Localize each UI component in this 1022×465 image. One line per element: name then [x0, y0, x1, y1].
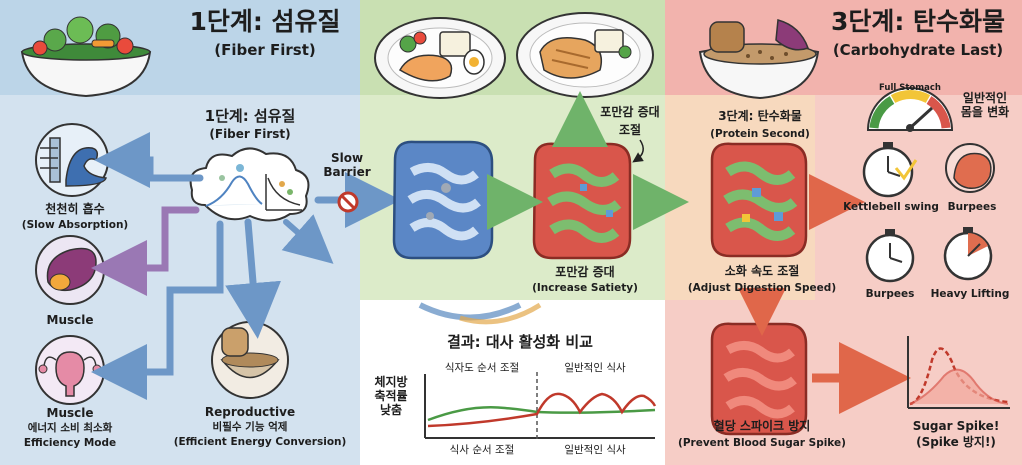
burpees-label-2: Burpees	[865, 288, 915, 300]
heavy-lifting-stopwatch-icon	[943, 227, 993, 281]
reproductive-suppression-label: 비필수 기능 억제	[212, 421, 288, 433]
ordered-meal-curve	[427, 405, 656, 422]
reproductive-label: Reproductive	[204, 405, 296, 419]
gauge-label: Full Stomach	[879, 83, 941, 93]
intestine-protein	[710, 142, 808, 258]
right-flow-arrows	[738, 174, 911, 414]
satiety-label-en: (Increase Satiety)	[532, 282, 638, 294]
ordered-meal-bottom-label: 식사 순서 조절	[449, 444, 515, 456]
comparison-chart	[424, 372, 657, 440]
normal-meal-top-label: 일반적인 식사	[564, 362, 626, 374]
fiber-cloud-illustration	[189, 147, 310, 222]
burpees-figure-icon	[945, 143, 995, 193]
muscle-efficiency-label: Muscle	[46, 406, 94, 420]
intestine-carbohydrate	[710, 322, 808, 436]
energy-conversion-label: (Efficient Energy Conversion)	[173, 436, 347, 448]
left-stage-title: 1단계: 섬유질	[204, 107, 296, 125]
full-stomach-gauge	[866, 87, 954, 132]
intestine-blue	[392, 140, 494, 260]
plate-salmon-tofu-egg	[374, 17, 506, 99]
satiety-top-label-line2: 조절	[618, 123, 642, 137]
right-stage-title: 3단계: 탄수화물	[718, 109, 802, 123]
comparison-y-label: 체지방 축적률 낮춤	[374, 375, 408, 417]
satiety-top-label: 포만감 증대	[600, 105, 660, 119]
burpees-label-1: Burpees	[947, 201, 997, 213]
digestion-label-ko: 소화 속도 조절	[724, 264, 800, 278]
body-change-label: 일반적인 몸을 변화	[960, 91, 1010, 119]
right-header-subtitle: (Carbohydrate Last)	[832, 41, 1004, 59]
digestion-label-en: (Adjust Digestion Speed)	[687, 282, 837, 294]
heavy-lifting-label: Heavy Lifting	[930, 288, 1010, 300]
sugar-spike-chart	[907, 336, 1010, 409]
sweet-potato-icon	[35, 235, 105, 305]
ordered-meal-top-label: 식자도 순서 조절	[444, 362, 520, 374]
sugar-spike-label-ko: (Spike 방지!)	[916, 435, 996, 449]
comparison-title: 결과: 대사 활성화 비교	[447, 333, 593, 351]
normal-meal-curve	[427, 392, 657, 428]
slow-absorption-icon	[35, 123, 109, 197]
satiety-label-ko: 포만감 증대	[555, 265, 615, 279]
kettlebell-stopwatch-icon	[862, 142, 918, 198]
salad-bowl-illustration	[20, 16, 152, 98]
right-stage-subtitle: (Protein Second)	[710, 128, 810, 140]
left-flow-arrows	[91, 132, 401, 400]
grain-bread-bowl-icon	[211, 321, 289, 399]
kettlebell-label: Kettlebell swing	[843, 201, 939, 213]
middle-flow-arrows	[418, 91, 689, 325]
sugar-spike-label: Sugar Spike!	[912, 419, 1000, 433]
spike-prevention-label-en: (Prevent Blood Sugar Spike)	[678, 437, 846, 449]
energy-minimize-label: 에너지 소비 최소화	[27, 422, 113, 434]
slow-barrier-label: Slow Barrier	[323, 151, 371, 179]
slow-absorption-label-ko: 천천히 흡수	[45, 202, 105, 216]
reproductive-organ-icon	[35, 335, 105, 405]
slow-absorption-label-en: (Slow Absorption)	[21, 219, 129, 231]
slow-barrier-icon	[337, 191, 359, 213]
muscle-label: Muscle	[46, 313, 94, 327]
left-header-subtitle: (Fiber First)	[214, 41, 316, 59]
grain-bowl-illustration	[698, 19, 820, 100]
spike-prevention-label-ko: 혈당 스파이크 방지	[713, 419, 811, 433]
normal-meal-bottom-label: 일반적인 식사	[564, 444, 626, 456]
plate-chicken-tofu	[516, 12, 654, 98]
left-header-title: 1단계: 섬유질	[189, 7, 341, 36]
efficiency-mode-label: Efficiency Mode	[23, 437, 117, 449]
burpees-stopwatch-icon	[865, 229, 915, 283]
left-stage-subtitle: (Fiber First)	[209, 127, 291, 141]
intestine-green	[532, 142, 632, 260]
right-header-title: 3단계: 탄수화물	[830, 7, 1006, 36]
